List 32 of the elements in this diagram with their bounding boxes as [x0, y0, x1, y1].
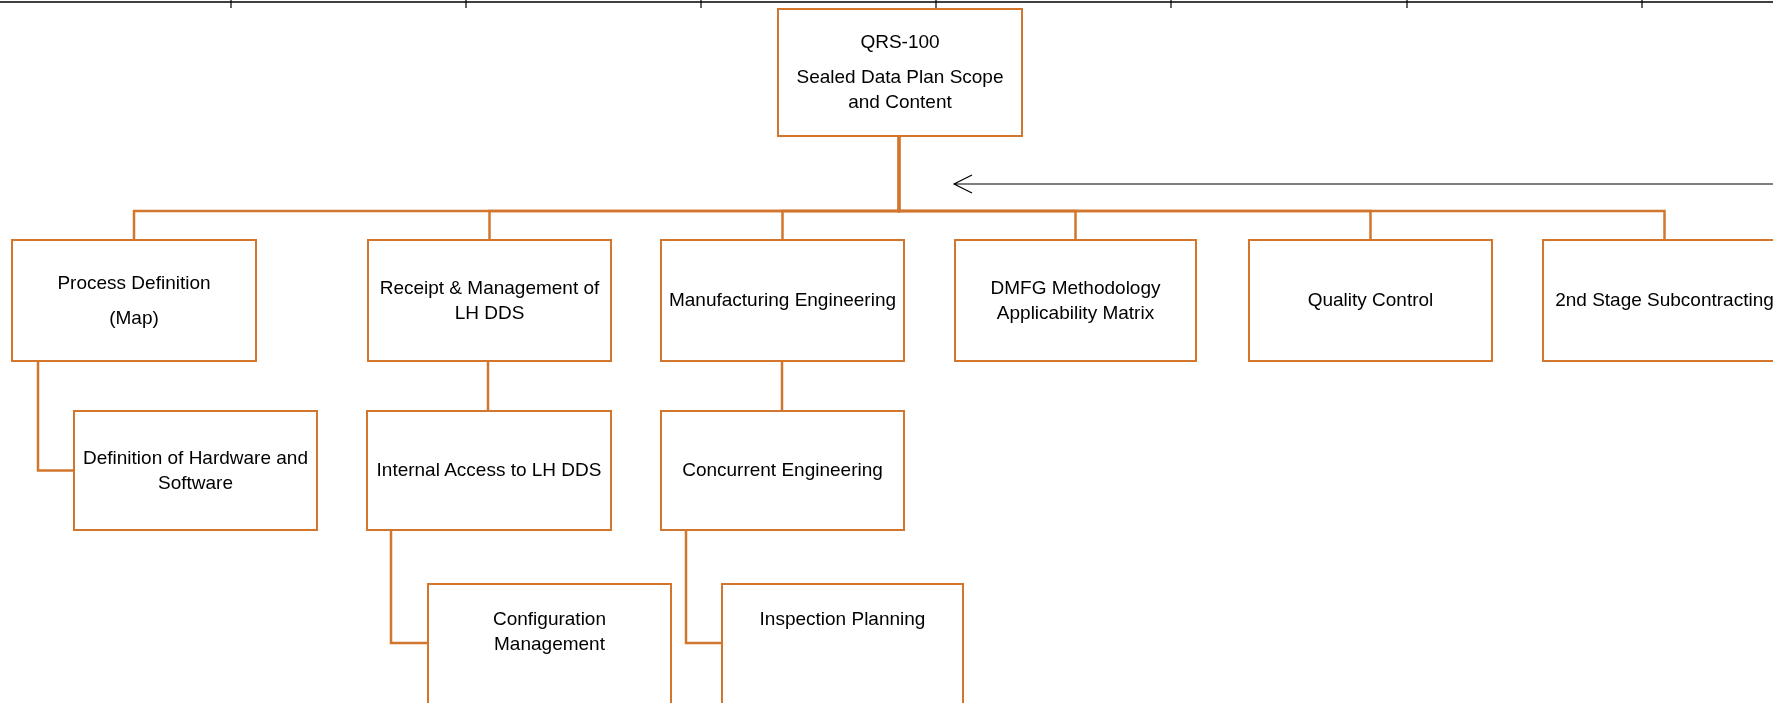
- box-title: Configuration Management: [492, 607, 607, 656]
- box-title: Definition of Hardware and Software: [82, 445, 309, 495]
- process-box: [660, 410, 905, 531]
- root-box: [777, 8, 1023, 137]
- box-subtitle: Sealed Data Plan Scope and Content: [795, 65, 1005, 114]
- connector-line: [486, 362, 490, 410]
- box-subtitle: (Map): [109, 305, 159, 330]
- box-title: Concurrent Engineering: [682, 458, 883, 483]
- box-title: Inspection Planning: [759, 607, 926, 631]
- connector-line: [389, 531, 427, 645]
- box-title: QRS-100: [860, 30, 940, 55]
- box-title: DMFG Methodology Applicability Matrix: [989, 275, 1162, 325]
- connector-line: [36, 362, 73, 472]
- process-box: [1542, 239, 1773, 362]
- box-title: Receipt & Management of LH DDS: [378, 275, 601, 325]
- process-box: [954, 239, 1197, 362]
- process-box: [427, 583, 672, 703]
- process-box: [1248, 239, 1493, 362]
- process-box: [366, 410, 612, 531]
- process-box: [660, 239, 905, 362]
- box-title: Manufacturing Engineering: [668, 288, 897, 313]
- process-box: [11, 239, 257, 362]
- box-title: Quality Control: [1307, 288, 1434, 313]
- process-box: [73, 410, 318, 531]
- connector-line: [684, 531, 721, 645]
- connector-line: [897, 137, 1666, 239]
- box-title: 2nd Stage Subcontracting: [1555, 288, 1773, 313]
- box-title: Internal Access to LH DDS: [376, 458, 602, 483]
- process-box: [367, 239, 612, 362]
- box-title: Process Definition: [57, 270, 211, 295]
- connector-line: [780, 362, 784, 410]
- process-box: [721, 583, 964, 703]
